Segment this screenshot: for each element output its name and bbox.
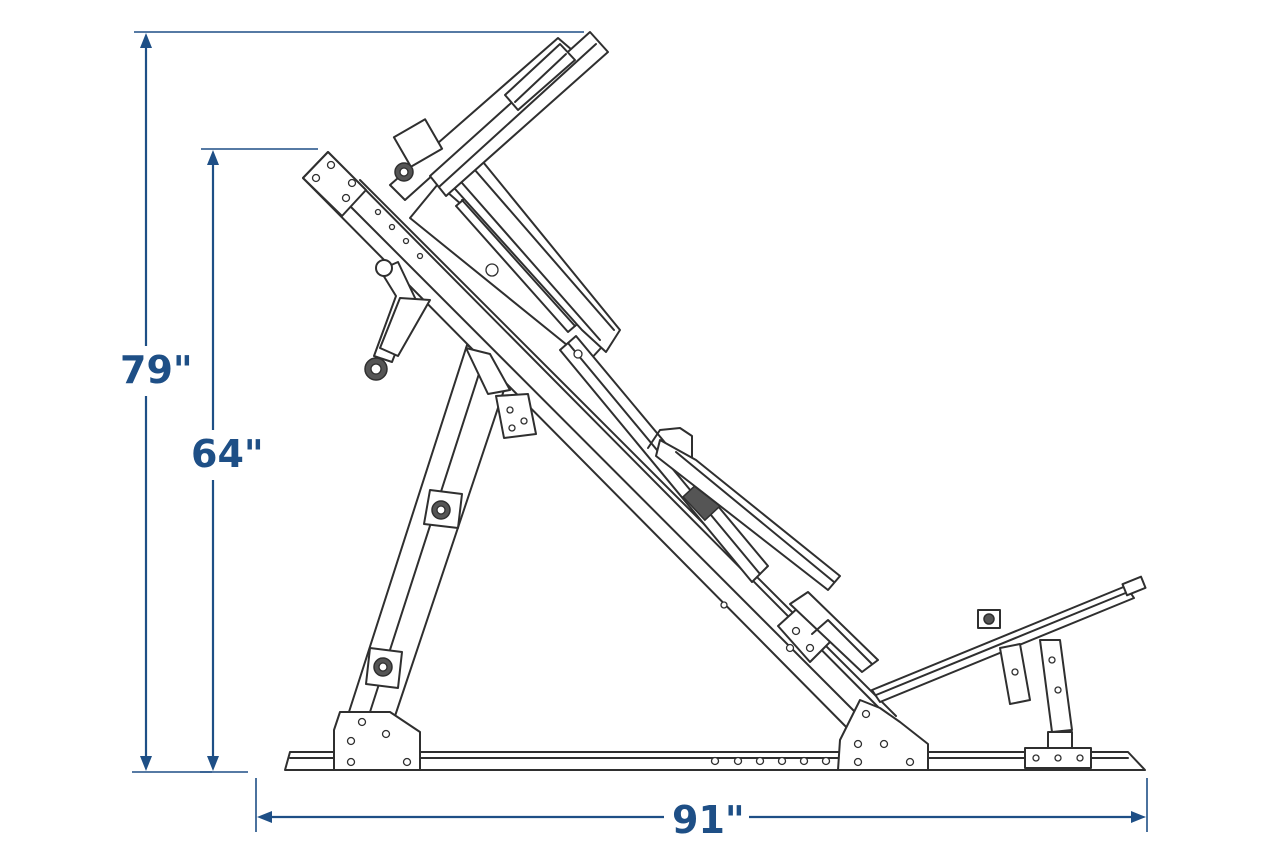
seat-bracket-plate bbox=[495, 393, 537, 439]
overall-height-dimension bbox=[132, 31, 584, 773]
strut-pivot-upper bbox=[423, 489, 463, 529]
arrowhead-top bbox=[140, 33, 152, 48]
arrowhead-bottom bbox=[207, 756, 219, 771]
handle-arm bbox=[364, 259, 431, 381]
frame-height-dimension bbox=[200, 148, 318, 773]
arrowhead-right bbox=[1131, 811, 1146, 823]
foot-platform bbox=[871, 575, 1147, 703]
length-dimension bbox=[255, 778, 1148, 832]
length-label: 91" bbox=[668, 798, 749, 842]
shoulder-pad-arm bbox=[389, 31, 609, 201]
arrowhead-left bbox=[257, 811, 272, 823]
overall-height-label: 79" bbox=[120, 348, 193, 392]
arrowhead-bottom bbox=[140, 756, 152, 771]
base-adjustment-holes bbox=[710, 756, 831, 766]
platform-leg-rear bbox=[1039, 639, 1073, 749]
platform-leg-front bbox=[999, 643, 1031, 705]
frame-height-label: 64" bbox=[191, 432, 264, 476]
front-gusset-plate bbox=[333, 711, 421, 771]
rear-support-strut bbox=[333, 344, 511, 771]
front-handle bbox=[647, 427, 841, 591]
strut-pivot-lower bbox=[365, 647, 403, 689]
rail-top-plate bbox=[302, 151, 367, 217]
arrowhead-top bbox=[207, 150, 219, 165]
shoulder-pad bbox=[504, 43, 576, 111]
seat-support bbox=[465, 347, 537, 439]
rear-gusset-plate bbox=[837, 699, 929, 771]
base-frame bbox=[284, 747, 1146, 771]
hip-pad-bracket bbox=[789, 591, 879, 673]
shoulder-pivot-block bbox=[392, 118, 444, 168]
